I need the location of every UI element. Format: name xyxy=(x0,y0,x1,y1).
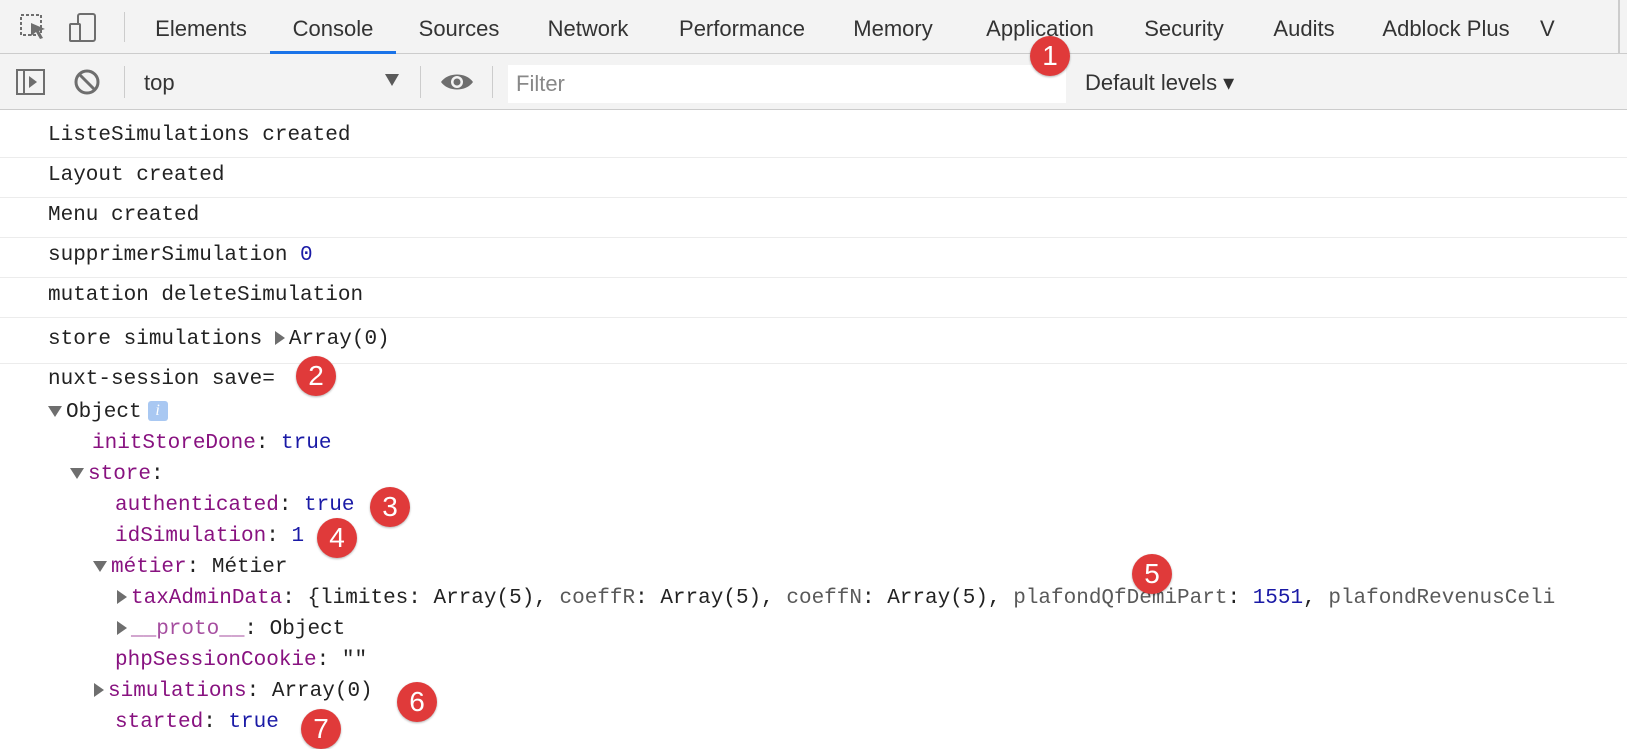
preview-value: 1551 xyxy=(1252,587,1304,610)
filter-input[interactable] xyxy=(508,65,1066,103)
annotation-badge-1: 1 xyxy=(1030,36,1070,76)
tab-memory[interactable]: Memory xyxy=(853,16,933,41)
log-levels-label: Default levels ▾ xyxy=(1085,70,1235,95)
property-value: Array(0) xyxy=(271,680,373,703)
console-message: Menu created xyxy=(0,198,1627,238)
tab-console[interactable]: Console xyxy=(270,0,396,54)
log-levels-dropdown[interactable]: Default levels ▾ xyxy=(1085,63,1234,101)
tree-property-store[interactable]: store: xyxy=(70,460,164,490)
show-sidebar-icon[interactable] xyxy=(12,63,50,101)
console-output[interactable]: ListeSimulations created Layout created … xyxy=(0,110,1627,749)
message-text: store simulations xyxy=(48,328,275,351)
tab-security[interactable]: Security xyxy=(1144,16,1224,41)
console-message: mutation deleteSimulation xyxy=(0,278,1627,318)
expand-arrow-icon[interactable] xyxy=(117,590,127,605)
message-text: supprimerSimulation xyxy=(48,244,301,267)
annotation-badge-5: 5 xyxy=(1132,554,1172,594)
expand-arrow-icon[interactable] xyxy=(274,331,285,346)
tree-property: initStoreDone: true xyxy=(92,432,332,455)
console-message: store simulations Array(0) xyxy=(0,318,1627,364)
tab-performance[interactable]: Performance xyxy=(679,16,805,41)
tab-sources[interactable]: Sources xyxy=(418,16,500,41)
console-message: Layout created xyxy=(0,158,1627,198)
annotation-badge-7: 7 xyxy=(301,709,341,749)
tab-application[interactable]: Application xyxy=(986,16,1094,41)
property-key: idSimulation xyxy=(115,525,267,548)
property-value: 1 xyxy=(291,525,305,548)
toolbar-separator xyxy=(124,66,125,98)
property-key: phpSessionCookie xyxy=(115,649,317,672)
message-value: 0 xyxy=(300,244,313,267)
property-key: taxAdminData xyxy=(131,587,283,610)
toolbar-separator xyxy=(420,66,421,98)
tree-property: authenticated: true xyxy=(115,494,355,517)
expand-arrow-icon[interactable] xyxy=(117,621,127,636)
property-key: store xyxy=(88,463,152,486)
annotation-badge-6: 6 xyxy=(397,682,437,722)
tabbar-edge-divider xyxy=(1618,0,1620,54)
tree-property-proto[interactable]: __proto__: Object xyxy=(117,615,345,645)
preview-value: : Array(5), xyxy=(635,587,787,610)
message-text: nuxt-session save= xyxy=(48,368,275,391)
tree-property: started: true xyxy=(115,711,279,734)
clear-console-icon[interactable] xyxy=(68,63,106,101)
property-key: started xyxy=(115,711,204,734)
preview-key: coeffN xyxy=(786,587,862,610)
property-key: authenticated xyxy=(115,494,279,517)
message-text: Layout created xyxy=(48,164,225,187)
object-label: Object xyxy=(66,401,142,424)
property-key: initStoreDone xyxy=(92,432,256,455)
tabbar-separator xyxy=(124,12,125,42)
property-key: __proto__ xyxy=(131,618,245,641)
collapse-arrow-icon[interactable] xyxy=(48,405,62,417)
message-text: Menu created xyxy=(48,204,200,227)
context-selector-value: top xyxy=(144,70,175,95)
property-key: simulations xyxy=(108,680,247,703)
tab-overflow[interactable]: V xyxy=(1540,16,1555,41)
message-text: mutation deleteSimulation xyxy=(48,284,364,307)
tree-property: phpSessionCookie: "" xyxy=(115,649,368,672)
collapse-arrow-icon[interactable] xyxy=(93,560,107,572)
preview-key: plafondQfDemiPart xyxy=(1013,587,1228,610)
property-key: métier xyxy=(111,556,187,579)
annotation-badge-2: 2 xyxy=(296,356,336,396)
property-value: true xyxy=(281,432,332,455)
expand-arrow-icon[interactable] xyxy=(94,683,104,698)
property-value: Métier xyxy=(211,556,288,579)
message-value[interactable]: Array(0) xyxy=(288,328,390,351)
toolbar-separator xyxy=(492,66,493,98)
collapse-arrow-icon[interactable] xyxy=(70,467,84,479)
tab-audits[interactable]: Audits xyxy=(1273,16,1335,41)
eye-icon[interactable] xyxy=(438,63,476,101)
property-value: Object xyxy=(269,618,346,641)
annotation-badge-4: 4 xyxy=(317,518,357,558)
tab-network[interactable]: Network xyxy=(547,16,629,41)
property-value: true xyxy=(304,494,355,517)
context-selector[interactable]: top xyxy=(140,63,410,101)
console-toolbar: top Default levels ▾ xyxy=(0,54,1627,110)
property-value: "" xyxy=(341,649,368,672)
inspect-element-icon[interactable] xyxy=(14,8,52,46)
info-icon[interactable]: i xyxy=(147,401,168,422)
context-dropdown-arrow-icon[interactable] xyxy=(385,74,399,86)
console-message: ListeSimulations created xyxy=(0,118,1627,158)
preview-value: : Array(5), xyxy=(861,587,1014,610)
devtools-tabbar: Elements Console Sources Network Perform… xyxy=(0,0,1627,54)
tree-property-simulations[interactable]: simulations: Array(0) xyxy=(94,677,373,707)
preview-key: coeffR xyxy=(559,587,636,610)
tab-elements[interactable]: Elements xyxy=(155,16,247,41)
tree-property: idSimulation: 1 xyxy=(115,525,305,548)
property-preview: {limites: Array(5), xyxy=(307,587,560,610)
console-message: supprimerSimulation 0 xyxy=(0,238,1627,278)
annotation-badge-3: 3 xyxy=(370,487,410,527)
message-text: ListeSimulations created xyxy=(48,124,351,147)
preview-key: plafondRevenusCeli xyxy=(1328,587,1556,610)
property-value: true xyxy=(228,711,279,734)
tree-property-taxadmindata[interactable]: taxAdminData: {limites: Array(5), coeffR… xyxy=(117,584,1555,614)
tab-adblock-plus[interactable]: Adblock Plus xyxy=(1382,16,1510,41)
device-toolbar-icon[interactable] xyxy=(64,8,102,46)
tree-property-metier[interactable]: métier: Métier xyxy=(93,553,287,583)
